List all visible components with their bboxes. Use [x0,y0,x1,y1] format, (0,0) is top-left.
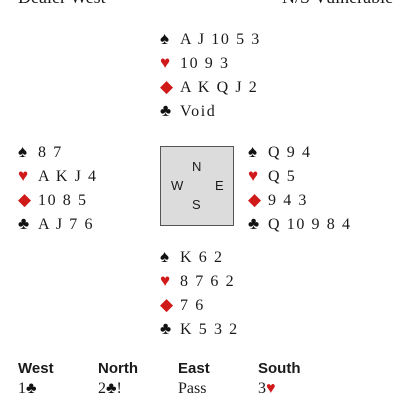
south-spades-row: ♠ K 6 2 [160,245,239,269]
east-hearts-row: ♥ Q 5 [248,164,352,188]
compass-west: W [171,178,184,193]
diamond-icon: ◆ [160,295,174,314]
north-hearts: 10 9 3 [180,55,230,72]
compass-south: S [192,197,201,212]
west-spades: 8 7 [38,144,63,161]
vulnerability-label: N/S Vulnerable [282,0,393,8]
bid-west: 1♣ [18,380,37,398]
west-hand: ♠ 8 7 ♥ A K J 4 ◆ 10 8 5 ♣ A J 7 6 [18,140,98,236]
spade-icon: ♠ [160,29,170,48]
heart-icon: ♥ [160,53,171,72]
bid-north: 2♣! [98,380,122,398]
auction-header-north: North [98,360,138,377]
east-spades-row: ♠ Q 9 4 [248,140,352,164]
diamond-icon: ◆ [18,190,32,209]
compass-north: N [192,159,202,174]
east-hearts: Q 5 [268,168,297,185]
auction-header-west: West [18,360,54,377]
club-icon: ♣ [160,319,172,338]
west-clubs: A J 7 6 [38,216,95,233]
diamond-icon: ◆ [160,77,174,96]
west-hearts: A K J 4 [38,168,98,185]
south-hand: ♠ K 6 2 ♥ 8 7 6 2 ◆ 7 6 ♣ K 5 3 2 [160,245,239,341]
club-icon: ♣ [106,380,117,397]
club-icon: ♣ [248,214,260,233]
club-icon: ♣ [160,101,172,120]
north-diamonds-row: ◆ A K Q J 2 [160,75,261,99]
east-clubs: Q 10 9 8 4 [268,216,352,233]
diamond-icon: ◆ [248,190,262,209]
north-clubs: Void [180,103,217,120]
south-diamonds-row: ◆ 7 6 [160,293,239,317]
auction-header-east: East [178,360,210,377]
dealer-label: Dealer West [18,0,106,8]
compass-box: N W E S [160,146,234,226]
south-hearts: 8 7 6 2 [180,273,236,290]
west-spades-row: ♠ 8 7 [18,140,98,164]
south-clubs-row: ♣ K 5 3 2 [160,317,239,341]
heart-icon: ♥ [266,380,276,397]
bid-east: Pass [178,380,206,398]
north-spades: A J 10 5 3 [180,31,261,48]
spade-icon: ♠ [18,142,28,161]
east-hand: ♠ Q 9 4 ♥ Q 5 ◆ 9 4 3 ♣ Q 10 9 8 4 [248,140,352,236]
spade-icon: ♠ [248,142,258,161]
bid-level: 3 [258,380,266,397]
heart-icon: ♥ [248,166,259,185]
compass-east: E [215,178,224,193]
heart-icon: ♥ [18,166,29,185]
bid-suffix: ! [116,380,122,397]
bid-south: 3♥ [258,380,276,398]
east-spades: Q 9 4 [268,144,312,161]
west-diamonds-row: ◆ 10 8 5 [18,188,98,212]
north-diamonds: A K Q J 2 [180,79,259,96]
west-diamonds: 10 8 5 [38,192,88,209]
east-diamonds-row: ◆ 9 4 3 [248,188,352,212]
club-icon: ♣ [18,214,30,233]
north-spades-row: ♠ A J 10 5 3 [160,27,261,51]
south-diamonds: 7 6 [180,297,205,314]
east-diamonds: 9 4 3 [268,192,308,209]
west-hearts-row: ♥ A K J 4 [18,164,98,188]
north-hand: ♠ A J 10 5 3 ♥ 10 9 3 ◆ A K Q J 2 ♣ Void [160,27,261,123]
south-clubs: K 5 3 2 [180,321,239,338]
north-clubs-row: ♣ Void [160,99,261,123]
north-hearts-row: ♥ 10 9 3 [160,51,261,75]
spade-icon: ♠ [160,247,170,266]
south-hearts-row: ♥ 8 7 6 2 [160,269,239,293]
heart-icon: ♥ [160,271,171,290]
south-spades: K 6 2 [180,249,224,266]
bid-level: 1 [18,380,26,397]
west-clubs-row: ♣ A J 7 6 [18,212,98,236]
auction-header-south: South [258,360,301,377]
club-icon: ♣ [26,380,37,397]
bid-level: Pass [178,380,207,397]
east-clubs-row: ♣ Q 10 9 8 4 [248,212,352,236]
bid-level: 2 [98,380,106,397]
